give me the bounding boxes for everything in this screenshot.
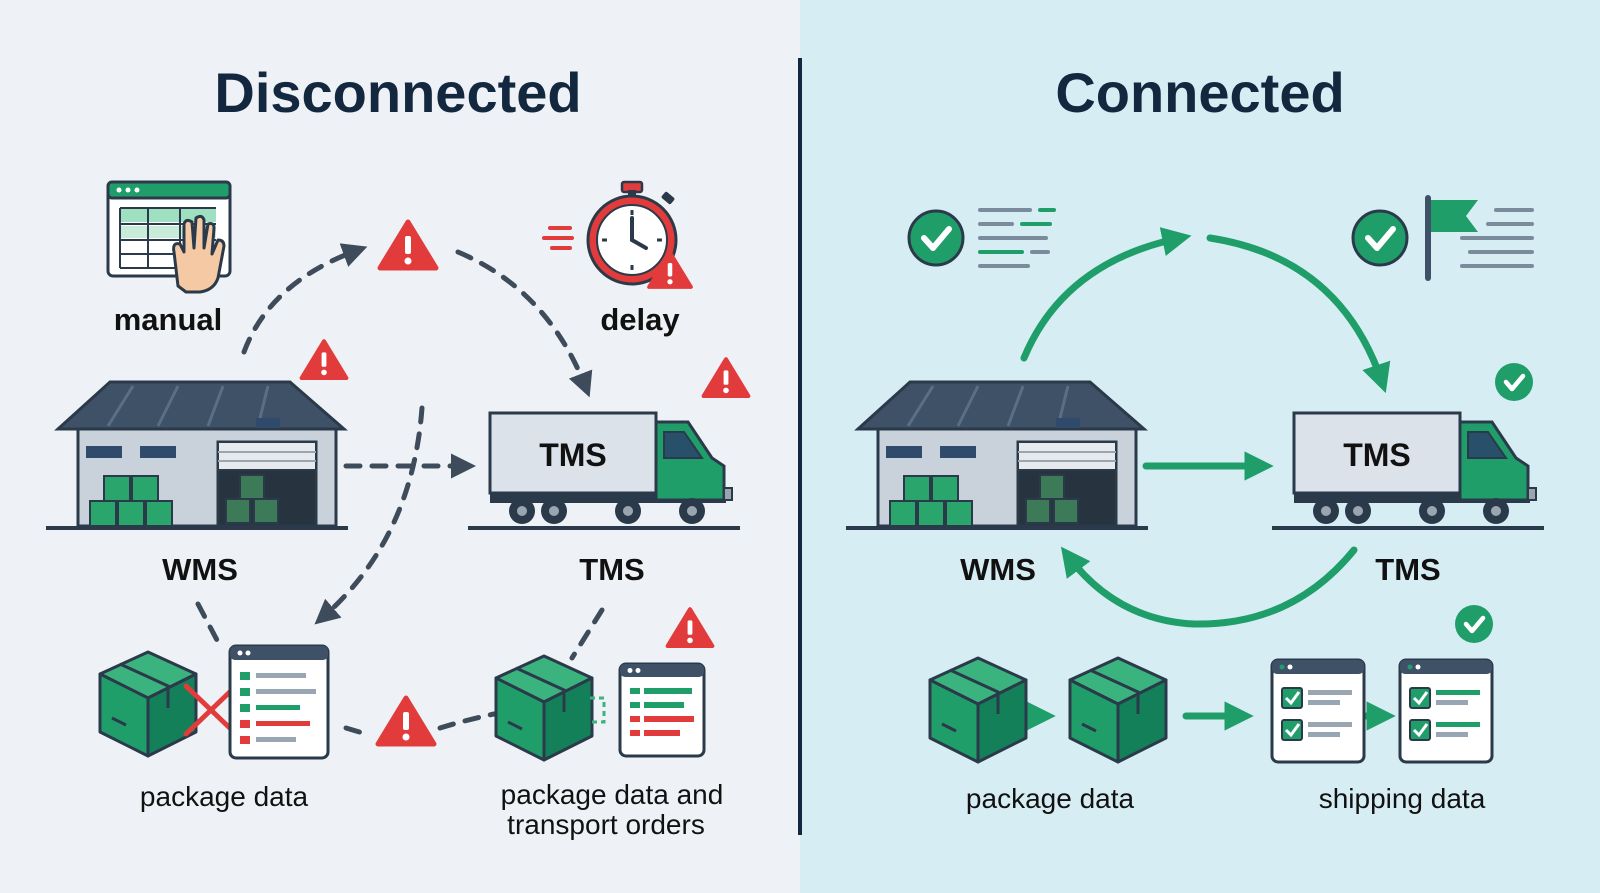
spreadsheet-hand-icon [106, 180, 232, 294]
disconnected-title: Disconnected [214, 61, 581, 124]
package-icon [494, 654, 594, 762]
check-circle-icon [1455, 605, 1493, 643]
document-icon [228, 644, 330, 760]
flag-icon [1425, 195, 1478, 281]
document-icon [1398, 658, 1494, 764]
cross-icon [183, 683, 239, 737]
package-data-label: package data [966, 783, 1135, 814]
check-circle-icon [909, 211, 963, 265]
package-data-label: package data [140, 781, 309, 812]
check-circle-icon [1353, 211, 1407, 265]
truck-icon: TMS [466, 411, 742, 532]
package-icon [928, 656, 1028, 764]
delay-label: delay [600, 302, 680, 337]
tms-label: TMS [579, 552, 644, 587]
package-transport-label-line2: transport orders [507, 809, 705, 840]
link-bracket [590, 696, 606, 724]
warehouse-icon [44, 380, 350, 532]
stopwatch-icon [542, 180, 693, 289]
wms-label: WMS [960, 552, 1036, 587]
document-icon [1270, 658, 1366, 764]
tms-label: TMS [1375, 552, 1440, 587]
dashed-flow-arrows [195, 243, 605, 737]
warehouse-icon [844, 380, 1150, 532]
package-icon [1068, 656, 1168, 764]
check-circle-icon [1495, 363, 1533, 401]
wms-label: WMS [162, 552, 238, 587]
truck-icon: TMS [1270, 411, 1546, 532]
truck-tms-text: TMS [539, 437, 607, 473]
shipping-data-label: shipping data [1319, 783, 1486, 814]
truck-tms-text: TMS [1343, 437, 1411, 473]
manual-label: manual [114, 302, 223, 337]
document-icon [618, 662, 706, 758]
connected-title: Connected [1055, 61, 1344, 124]
package-icon [98, 650, 198, 758]
status-lines [978, 208, 1056, 268]
status-lines [1460, 208, 1534, 268]
package-transport-label-line1: package data and [501, 779, 724, 810]
